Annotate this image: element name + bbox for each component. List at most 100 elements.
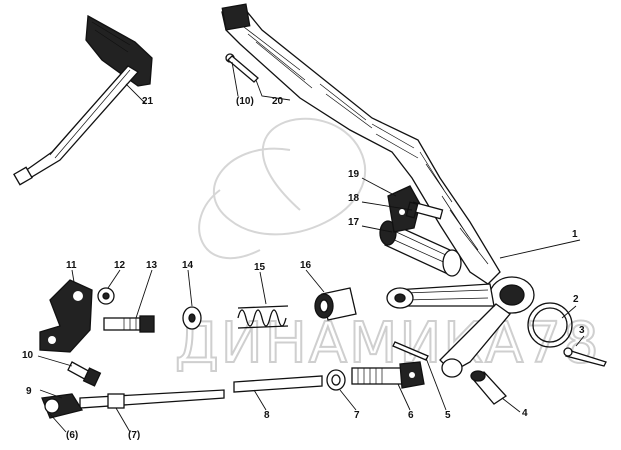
callout-3: 3 — [579, 325, 585, 336]
callout-1: 1 — [572, 229, 578, 240]
leader-7b — [115, 407, 131, 433]
part-12-washer — [97, 287, 115, 305]
part-17-shaft — [379, 220, 462, 277]
callout-10-paren: (10) — [236, 96, 254, 107]
callout-2: 2 — [573, 294, 579, 305]
spring-coils — [237, 309, 287, 327]
part-20-bolt — [225, 53, 259, 83]
pin-5-body — [392, 341, 429, 361]
callout-12: 12 — [114, 260, 126, 271]
rod-8 — [233, 375, 323, 393]
shaft-end-left — [379, 220, 397, 246]
watermark-swirl-2 — [198, 189, 261, 260]
callout-15: 15 — [254, 262, 266, 273]
leader-16 — [305, 269, 325, 293]
watermark: ДИНАМИКА78 — [174, 117, 601, 377]
ring-outer — [527, 302, 573, 348]
callout-19: 19 — [348, 169, 360, 180]
callout-11: 11 — [66, 260, 77, 271]
watermark-swirl — [212, 117, 367, 236]
bolt-20-shank — [227, 55, 259, 83]
leader-2 — [561, 305, 577, 319]
spring-outline — [237, 305, 289, 329]
leader-6 — [397, 383, 411, 411]
pedal-pad-highlight — [91, 21, 131, 53]
part-15-spring — [237, 305, 289, 329]
pedal-rod — [17, 65, 140, 183]
pin-4-head — [470, 370, 486, 382]
bracket-body — [39, 279, 93, 353]
bracket-hole-top — [73, 291, 83, 301]
lever-top-grip — [221, 3, 251, 31]
leader-lines — [37, 61, 585, 433]
leader-18 — [361, 201, 413, 211]
pull-rod — [79, 389, 225, 409]
plate-hole — [399, 209, 405, 215]
bolt-13-shank — [103, 317, 141, 331]
lever-lower-eye — [441, 358, 463, 378]
ring-inner — [532, 307, 568, 343]
callout-9: 9 — [26, 386, 32, 397]
callout-16: 16 — [300, 260, 312, 271]
part-8-rod — [233, 375, 323, 393]
nut-7-hole — [331, 374, 341, 386]
cotter-pin-eye — [563, 347, 573, 357]
callout-6: 6 — [408, 410, 414, 421]
callout-10: 10 — [22, 350, 34, 361]
leader-11 — [71, 269, 75, 283]
shaft-hatch — [389, 229, 449, 265]
leader-19 — [361, 177, 397, 197]
bracket-hole-bottom — [48, 336, 56, 344]
shaft-end-right — [442, 249, 462, 277]
part-16-sleeve — [314, 287, 357, 321]
part-2-ring — [527, 302, 573, 348]
bolt-13-thread — [123, 318, 137, 330]
leader-3 — [575, 335, 585, 347]
callout-labels: 1 2 3 4 5 6 7 8 9 10 11 12 13 14 15 16 1… — [22, 96, 585, 441]
leader-10 — [37, 355, 73, 367]
leader-14 — [187, 269, 193, 307]
part-6-clevis — [351, 361, 425, 389]
callout-17: 17 — [348, 217, 360, 228]
clevis-6-hole — [409, 372, 415, 378]
part-21-pedal-pad — [13, 14, 153, 186]
callout-5: 5 — [445, 410, 451, 421]
leader-9 — [39, 389, 63, 399]
leader-4 — [501, 397, 521, 413]
lever-hatch — [239, 23, 489, 265]
part-3-cotter-pin — [563, 347, 607, 367]
leader-12 — [107, 269, 121, 289]
pedal-rod-end — [13, 166, 33, 186]
washer-14-hole — [188, 313, 196, 323]
clevis-6-thread — [357, 368, 383, 384]
pull-rod-fork-eye — [44, 398, 60, 414]
leader-7 — [339, 389, 357, 411]
part-7-nut — [326, 369, 346, 391]
callout-21: 21 — [142, 96, 154, 107]
callout-13: 13 — [146, 260, 158, 271]
callout-8: 8 — [264, 410, 270, 421]
part-1-pedal-lever — [221, 3, 535, 378]
part-11-bracket — [39, 279, 93, 353]
callout-14: 14 — [182, 260, 194, 271]
pull-rod-nut — [107, 393, 125, 409]
leader-21 — [125, 83, 147, 105]
leader-10b — [231, 61, 239, 97]
watermark-text: ДИНАМИКА78 — [175, 311, 601, 376]
sleeve-bore — [319, 299, 329, 313]
pedal-rod-hatch — [49, 68, 131, 159]
washer-12-hole — [102, 292, 110, 300]
part-4-pin — [470, 370, 507, 405]
part-5-pin — [392, 341, 429, 361]
clevis-6-body — [351, 367, 403, 385]
leader-20 — [255, 79, 291, 101]
callout-7: 7 — [354, 410, 360, 421]
leader-1 — [499, 239, 581, 259]
leader-15 — [259, 271, 267, 305]
lever-hub-bore — [499, 284, 525, 306]
pedal-pad-face — [85, 14, 153, 87]
part-14-washer — [182, 306, 202, 330]
callout-4: 4 — [522, 408, 528, 419]
leader-8 — [253, 389, 267, 411]
